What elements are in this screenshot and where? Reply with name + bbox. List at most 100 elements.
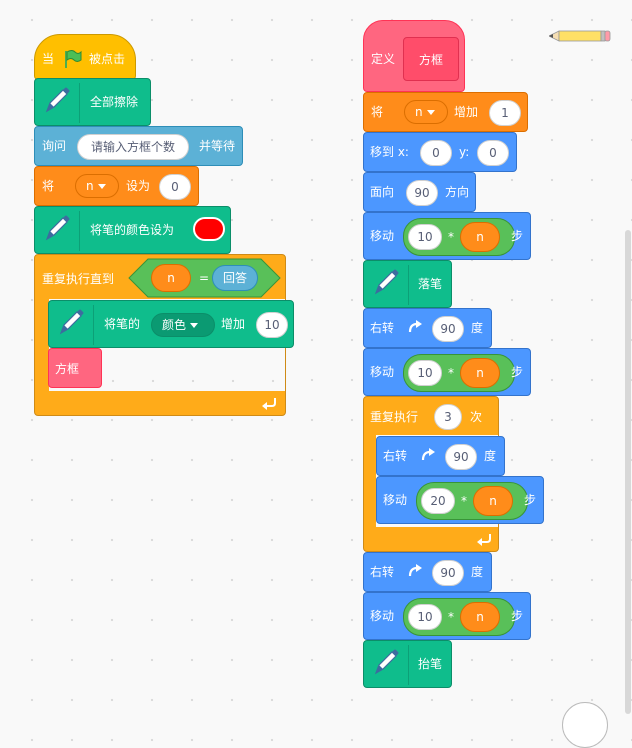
multiply-left-input[interactable]: 10: [408, 224, 442, 250]
pen-down-label: 落笔: [418, 277, 443, 291]
change-pen-mid: 增加: [221, 317, 246, 331]
move-steps-block-3[interactable]: 移动 20 * n 步: [376, 476, 544, 524]
turn-right-icon: [406, 564, 424, 585]
change-label: 将: [371, 105, 384, 119]
turn-label: 右转: [370, 565, 395, 579]
multiply-left-input[interactable]: 20: [421, 488, 455, 514]
n-variable-reporter[interactable]: n: [473, 486, 513, 516]
repeat-count-input[interactable]: 3: [434, 404, 462, 430]
variable-name: n: [86, 179, 94, 193]
n-variable-reporter[interactable]: n: [460, 222, 500, 252]
variable-dropdown[interactable]: n: [75, 174, 119, 198]
green-flag-icon: [62, 49, 82, 72]
move-steps-block-2[interactable]: 移动 10 * n 步: [363, 348, 531, 396]
change-value-input[interactable]: 1: [489, 100, 521, 126]
set-pen-color-label: 将笔的颜色设为: [90, 223, 175, 237]
set-label: 将: [42, 179, 55, 193]
define-block[interactable]: 定义 方框: [363, 20, 465, 92]
y-input[interactable]: 0: [477, 140, 509, 166]
pen-up-block[interactable]: 抬笔: [363, 640, 452, 688]
move-steps-block-1[interactable]: 移动 10 * n 步: [363, 212, 531, 260]
turn-right-icon: [406, 320, 424, 341]
multiply-symbol: *: [448, 366, 454, 380]
point-in-direction-block[interactable]: 面向 90 方向: [363, 172, 476, 212]
multiply-left-input[interactable]: 10: [408, 604, 442, 630]
answer-reporter[interactable]: 回答: [212, 265, 258, 291]
pen-icon: [53, 305, 94, 345]
move-suffix: 步: [511, 229, 524, 243]
define-name-block[interactable]: 方框: [403, 37, 459, 81]
turn-degrees-input[interactable]: 90: [445, 444, 477, 470]
turn-degrees-input[interactable]: 90: [432, 316, 464, 342]
variable-dropdown[interactable]: n: [404, 100, 448, 124]
call-box-label: 方框: [55, 362, 80, 376]
turn-right-block-1[interactable]: 右转 90 度: [363, 308, 492, 348]
turn-suffix: 度: [484, 449, 497, 463]
dropdown-caret-icon: [190, 323, 199, 328]
hat-label-post: 被点击: [89, 52, 126, 66]
repeat-until-label: 重复执行直到: [42, 272, 115, 286]
turn-right-icon: [419, 448, 437, 469]
repeat-suffix: 次: [470, 410, 483, 424]
turn-label: 右转: [383, 449, 408, 463]
move-suffix: 步: [511, 609, 524, 623]
ask-suffix: 并等待: [199, 139, 236, 153]
dropdown-caret-icon: [426, 110, 435, 115]
goto-label: 移到 x:: [370, 145, 409, 159]
call-box-block[interactable]: 方框: [48, 348, 102, 388]
turn-label: 右转: [370, 321, 395, 335]
pen-color-swatch[interactable]: [193, 217, 225, 241]
move-steps-block-4[interactable]: 移动 10 * n 步: [363, 592, 531, 640]
set-value-input[interactable]: 0: [159, 174, 191, 200]
pen-icon: [368, 645, 409, 685]
multiply-symbol: *: [448, 610, 454, 624]
set-mid-label: 设为: [126, 179, 151, 193]
direction-input[interactable]: 90: [406, 180, 438, 206]
x-input[interactable]: 0: [420, 140, 452, 166]
turn-right-block-3[interactable]: 右转 90 度: [363, 552, 492, 592]
pen-icon: [368, 265, 409, 305]
multiply-operator[interactable]: 10 * n: [403, 218, 515, 256]
multiply-operator[interactable]: 10 * n: [403, 598, 515, 636]
move-label: 移动: [383, 493, 408, 507]
change-variable-block[interactable]: 将 n 增加 1: [363, 92, 528, 132]
clear-label: 全部擦除: [90, 95, 139, 109]
go-to-xy-block[interactable]: 移到 x: 0 y: 0: [363, 132, 517, 172]
multiply-symbol: *: [461, 494, 467, 508]
when-flag-clicked-block[interactable]: 当 被点击: [34, 34, 136, 80]
multiply-symbol: *: [448, 230, 454, 244]
change-pen-param-block[interactable]: 将笔的 颜色 增加 10: [48, 300, 294, 348]
move-suffix: 步: [524, 493, 537, 507]
pen-down-block[interactable]: 落笔: [363, 260, 452, 308]
loop-arrow-icon: [476, 531, 492, 550]
change-pen-value-input[interactable]: 10: [256, 312, 288, 338]
y-label: y:: [459, 145, 470, 159]
move-label: 移动: [370, 365, 395, 379]
pen-icon: [39, 211, 80, 251]
hat-label-pre: 当: [42, 52, 55, 66]
condition-left-variable[interactable]: n: [151, 264, 191, 292]
dropdown-caret-icon: [97, 184, 106, 189]
turn-right-block-2[interactable]: 右转 90 度: [376, 436, 505, 476]
vertical-scrollbar[interactable]: [625, 230, 631, 714]
n-variable-reporter[interactable]: n: [460, 358, 500, 388]
pen-param-dropdown[interactable]: 颜色: [151, 313, 215, 337]
ask-label: 询问: [42, 139, 67, 153]
set-pen-color-block[interactable]: 将笔的颜色设为: [34, 206, 231, 254]
zoom-control-edge[interactable]: [562, 702, 608, 748]
ask-question-input[interactable]: 请输入方框个数: [77, 134, 189, 160]
pen-icon: [39, 83, 80, 123]
variable-name: n: [415, 105, 423, 119]
define-label: 定义: [371, 52, 396, 66]
multiply-left-input[interactable]: 10: [408, 360, 442, 386]
n-variable-reporter[interactable]: n: [460, 602, 500, 632]
equals-condition[interactable]: n = 回答: [128, 258, 281, 298]
clear-block[interactable]: 全部擦除: [34, 78, 151, 126]
multiply-operator[interactable]: 10 * n: [403, 354, 515, 392]
move-label: 移动: [370, 609, 395, 623]
move-label: 移动: [370, 229, 395, 243]
turn-degrees-input[interactable]: 90: [432, 560, 464, 586]
set-variable-block[interactable]: 将 n 设为 0: [34, 166, 199, 206]
multiply-operator[interactable]: 20 * n: [416, 482, 528, 520]
ask-and-wait-block[interactable]: 询问 请输入方框个数 并等待: [34, 126, 243, 166]
